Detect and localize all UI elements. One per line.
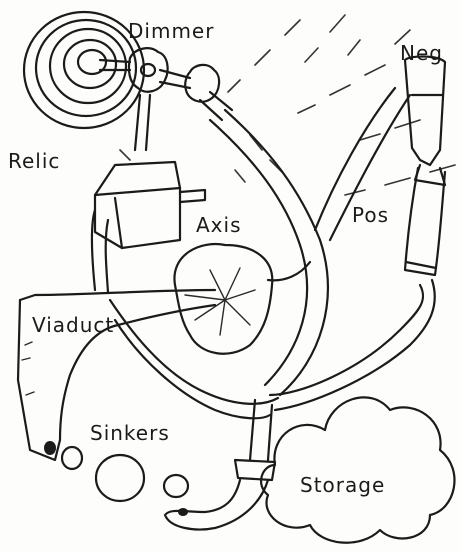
tubes [108,86,436,462]
battery-neg-pos [403,55,447,277]
label-pos: Pos [352,203,389,227]
label-sinkers: Sinkers [90,421,170,445]
dimmer-lamp [22,10,234,130]
label-neg: Neg [400,41,443,65]
label-relic: Relic [8,149,60,173]
viaduct [16,288,217,462]
storage [163,396,456,544]
axis-turbine [173,242,274,355]
label-storage: Storage [300,473,385,497]
label-axis: Axis [196,213,242,237]
label-dimmer: Dimmer [128,19,214,43]
relic-box [90,93,207,294]
sinkers [60,445,190,503]
label-viaduct: Viaduct [32,313,114,337]
